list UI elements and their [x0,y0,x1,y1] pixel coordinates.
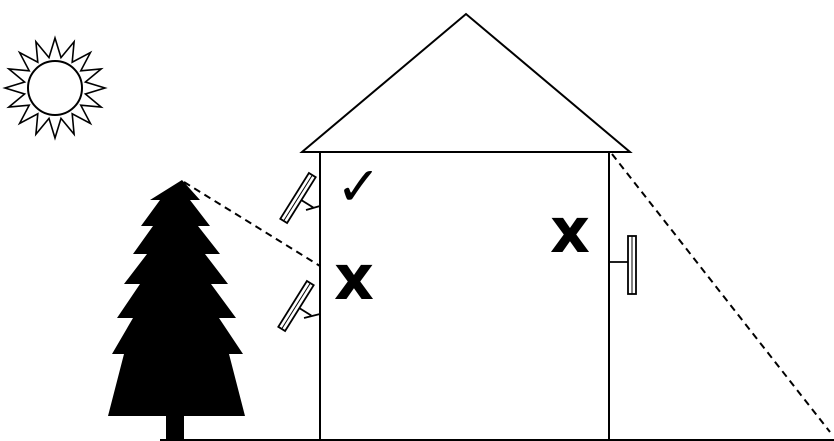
solar-panel-upper-left [279,171,317,225]
check-mark: ✓ [336,155,381,218]
tree-crown [108,180,245,416]
tree-icon [108,180,245,441]
sun-icon [2,35,108,141]
solar-panel-mount-upper [305,205,321,211]
house-wall [319,151,610,441]
cross-mark-right: x [550,194,590,267]
shade-line-roof [611,153,831,433]
shade-line-tree [183,181,321,267]
solar-panel-right-wall [609,235,637,295]
house [299,12,633,441]
solar-panel-lower-left [277,279,315,333]
solar-panel-mount-lower [303,313,321,319]
house-roof [299,12,633,153]
cross-mark-lower-left: x [334,241,374,314]
